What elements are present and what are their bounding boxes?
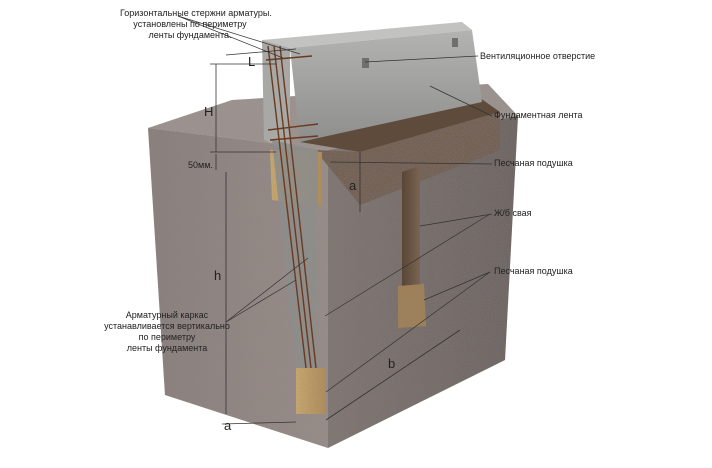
label-rc-pile: Ж/б свая [494,208,532,218]
strip-column [272,140,318,368]
label-sand-cushion-top: Песчаная подушка [494,158,573,168]
label-horizontal-rebar: Горизонтальные стержни арматуры. установ… [120,8,272,41]
dim-H: H [204,104,214,119]
dim-a-bottom: a [224,418,232,433]
soil-right-face [328,116,518,448]
dimension-lines [210,48,461,425]
label-vertical-cage-line3: по периметру [138,332,196,342]
label-vertical-cage-line2: устанавливается вертикально [104,321,230,331]
label-horizontal-rebar-line1: Горизонтальные стержни арматуры. [120,8,272,18]
trench-top [300,98,500,152]
label-horizontal-rebar-line3: ленты фундамента. [148,30,232,40]
beam-top [262,22,472,48]
label-vertical-cage: Арматурный каркас устанавливается вертик… [92,310,242,354]
dim-h: h [214,268,222,283]
dim-a-top: a [349,178,357,193]
dim-b: b [388,356,396,371]
label-foundation-strip: Фундаментная лента [494,110,583,120]
label-vertical-cage-line1: Арматурный каркас [125,310,209,320]
label-vent-hole: Вентиляционное отверстие [480,51,596,61]
rc-pile [402,166,420,292]
leader-lines [177,15,493,393]
sand-cushion-bottom-front [296,368,326,414]
label-sand-cushion-bottom: Песчаная подушка [494,266,573,276]
rebar-cage [265,45,319,369]
sand-cushion-pile [398,284,426,328]
vent-hole-1 [362,58,369,68]
dim-L: L [248,54,256,69]
trench-side [315,112,500,205]
vent-hole-2 [452,38,458,47]
label-offset-50mm: 50мм. [188,160,213,170]
label-vertical-cage-line4: ленты фундамента [126,343,208,353]
label-horizontal-rebar-line2: установлены по периметру [133,19,247,29]
